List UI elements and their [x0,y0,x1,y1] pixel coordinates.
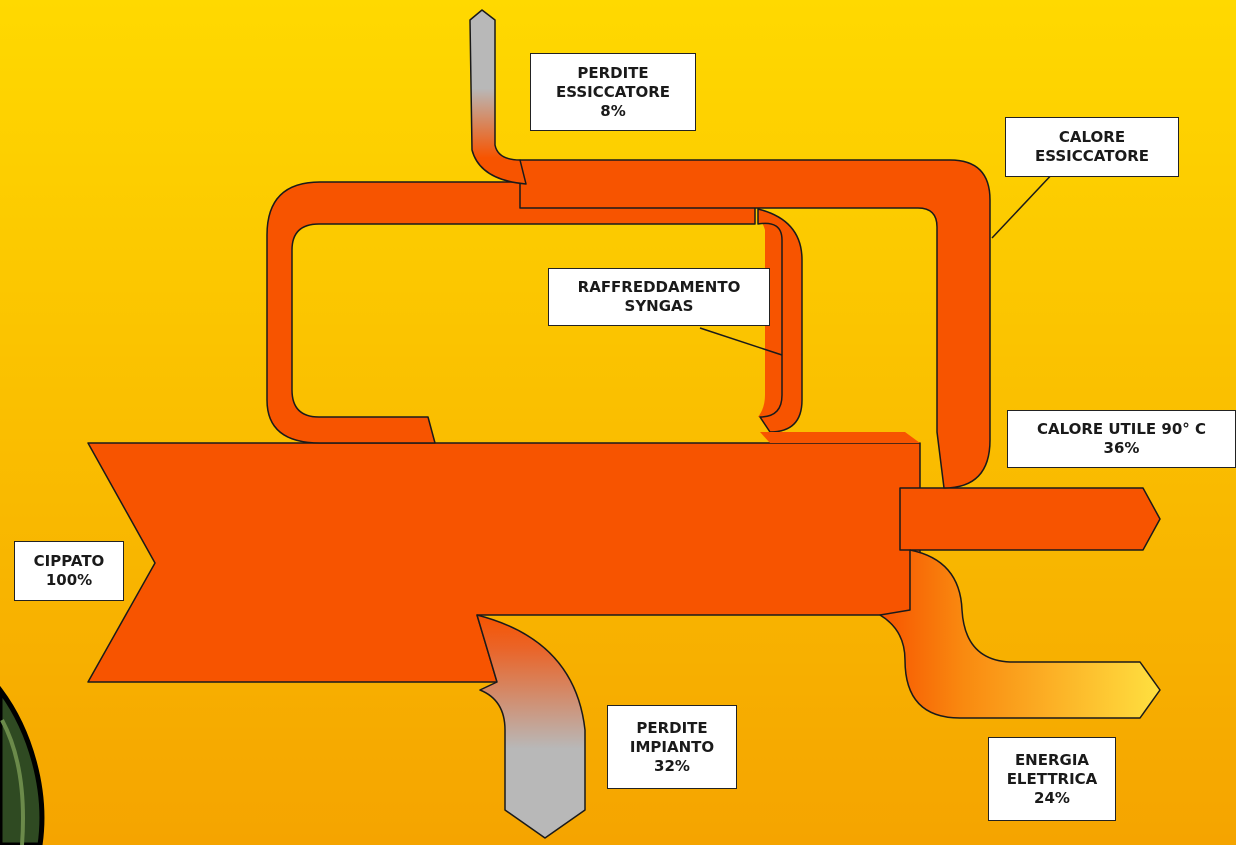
label-calore-utile-line1: CALORE UTILE 90° C [1036,420,1207,438]
label-raffreddamento-syngas-line2: SYNGAS [624,297,694,315]
label-perdite-impianto-line3: 32% [654,756,690,775]
flow-raffreddamento-syngas-band [757,208,803,433]
label-energia-elettrica-line3: 24% [1034,788,1070,807]
label-energia-elettrica: ENERGIA ELETTRICA 24% [988,737,1116,821]
label-perdite-essiccatore-line3: 8% [600,101,626,120]
label-raffreddamento-syngas: RAFFREDDAMENTO SYNGAS [548,268,770,326]
label-calore-utile-line2: 36% [1103,439,1140,457]
flow-calore-utile [899,487,1161,551]
flow-merge-notch [760,432,920,443]
label-calore-essiccatore-line2: ESSICCATORE [1034,147,1149,165]
flow-perdite-impianto [476,614,586,839]
label-energia-elettrica-line1: ENERGIA [1014,750,1090,769]
label-energia-elettrica-line2: ELETTRICA [1006,769,1098,788]
label-cippato-line1: CIPPATO [33,552,105,570]
label-cippato: CIPPATO 100% [14,541,124,601]
flow-calore-essiccatore [519,159,991,489]
label-raffreddamento-syngas-line1: RAFFREDDAMENTO [577,278,741,296]
label-perdite-impianto: PERDITE IMPIANTO 32% [607,705,737,789]
label-perdite-impianto-line1: PERDITE [636,718,708,737]
flow-perdite-essiccatore [469,9,527,185]
label-perdite-essiccatore-line2: ESSICCATORE [555,82,670,101]
flow-energia-elettrica [879,549,1161,719]
label-perdite-essiccatore-line1: PERDITE [577,63,649,82]
leader-line-raffreddamento [699,327,783,356]
label-cippato-line2: 100% [45,571,93,589]
label-perdite-essiccatore: PERDITE ESSICCATORE 8% [530,53,696,131]
label-calore-essiccatore: CALORE ESSICCATORE [1005,117,1179,177]
leader-line-calore-essiccatore [991,169,1057,239]
label-calore-utile: CALORE UTILE 90° C 36% [1007,410,1236,468]
label-calore-essiccatore-line1: CALORE [1058,128,1126,146]
flow-raffreddamento-syngas [758,209,782,417]
label-perdite-impianto-line2: IMPIANTO [629,737,715,756]
